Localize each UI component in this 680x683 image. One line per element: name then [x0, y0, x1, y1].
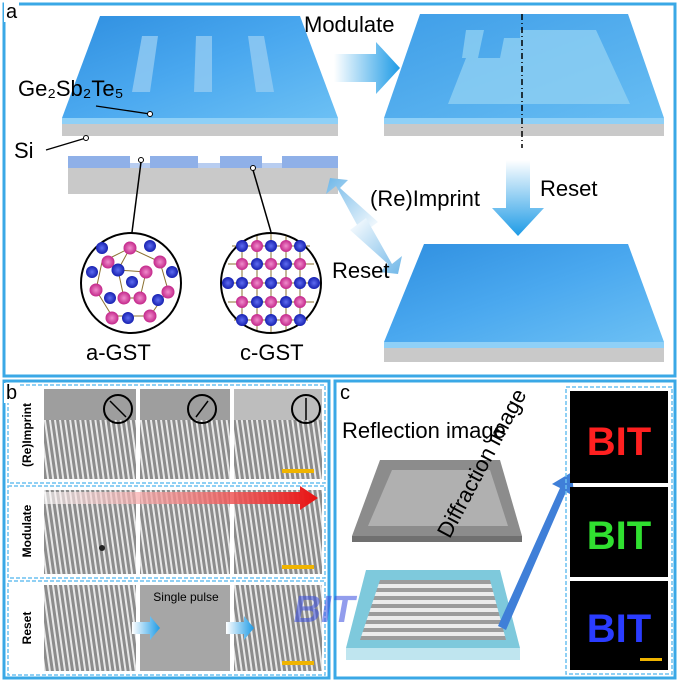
diffraction-sample: BIT — [290, 570, 520, 660]
si-label: Si — [14, 138, 34, 163]
modulate-arrow — [334, 42, 400, 94]
row-label-modulate: Modulate — [20, 504, 34, 557]
modulate-red-arrow — [44, 486, 318, 510]
sem-grid — [7, 384, 326, 676]
bit-blue-text: BIT — [587, 607, 651, 651]
reflection-sample — [352, 460, 522, 542]
panel-a-frame — [2, 2, 677, 378]
reset-diag-label: Reset — [332, 258, 390, 283]
a-gst-label: a-GST — [86, 340, 151, 365]
bit-red-text: BIT — [587, 420, 651, 464]
row-labels: (Re)Imprint Modulate Reset — [20, 403, 34, 644]
bit-watermark: BIT — [290, 588, 359, 631]
bit-green-text: BIT — [587, 514, 651, 558]
amorphous-lattice — [80, 232, 182, 334]
atom-pink — [89, 241, 175, 325]
reset-down-label: Reset — [540, 176, 598, 201]
panel-a-label: a — [4, 1, 20, 23]
panel-b-frame — [2, 379, 331, 680]
reflection-label: Reflection image — [342, 418, 506, 443]
cross-section — [68, 156, 338, 241]
crystal-atoms — [222, 240, 320, 326]
modulate-label: Modulate — [304, 12, 395, 37]
c-gst-label: c-GST — [240, 340, 304, 365]
row-label-reimprint: (Re)Imprint — [20, 403, 34, 467]
film-modulated — [384, 14, 664, 148]
film-imprinted — [62, 16, 338, 136]
panel-c-label: c — [338, 382, 352, 404]
crystalline-lattice — [220, 232, 322, 334]
reset-diag-arrow — [350, 218, 402, 274]
bit-stack: BIT BIT BIT — [565, 386, 673, 675]
gst-label: Ge₂Sb₂Te₅ — [18, 76, 124, 101]
panel-c-frame — [333, 379, 677, 680]
single-pulse-label: Single pulse — [153, 590, 219, 604]
film-reset — [384, 244, 664, 362]
atom-blue — [86, 240, 178, 324]
reimprint-label: (Re)Imprint — [370, 186, 481, 211]
reset-down-arrow — [492, 160, 544, 236]
panel-b-label: b — [4, 382, 20, 404]
row-label-reset: Reset — [20, 612, 34, 645]
diffraction-arrow — [498, 472, 574, 630]
